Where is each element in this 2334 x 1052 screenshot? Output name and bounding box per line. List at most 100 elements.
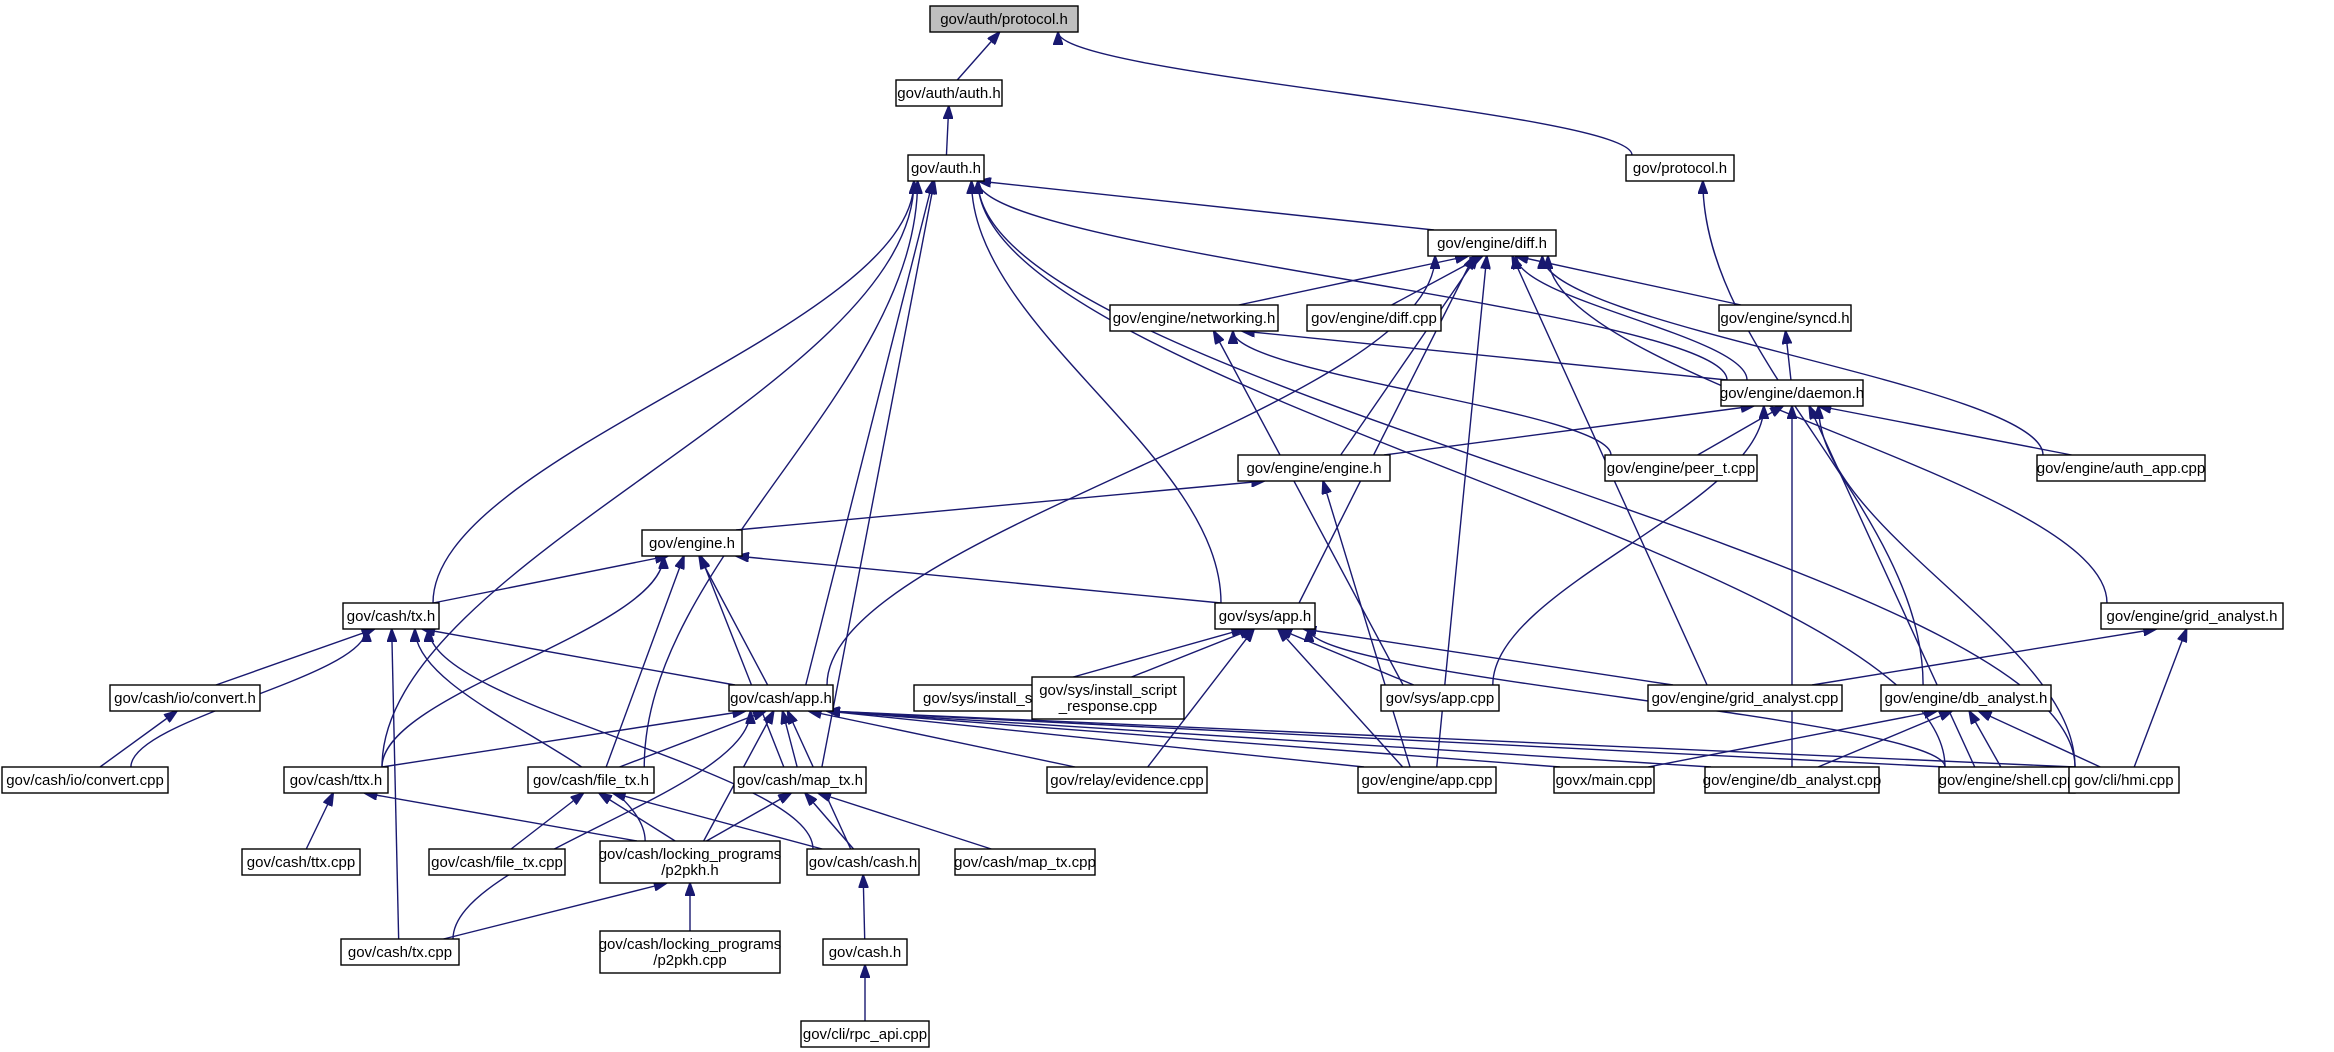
include-edge [215,629,375,686]
node-label: gov/cash/io/convert.cpp [6,772,164,789]
graph-node-cash-locking-programs-p2pkh-cpp[interactable]: gov/cash/locking_programs/p2pkh.cpp [599,930,782,974]
node-label: gov/cash/map_tx.cpp [954,854,1096,871]
include-edge [381,556,664,768]
node-label: gov/cash/locking_programs [599,936,782,953]
graph-node-cash-file-tx-cpp[interactable]: gov/cash/file_tx.cpp [428,848,566,876]
graph-node-auth-protocol-h: gov/auth/protocol.h [929,5,1079,33]
node-label: gov/engine/diff.h [1437,235,1547,252]
include-edge [381,181,914,768]
graph-node-engine-peer-t-cpp[interactable]: gov/engine/peer_t.cpp [1604,454,1758,482]
include-edge [1278,629,1404,768]
graph-node-govx-main-cpp[interactable]: govx/main.cpp [1553,766,1655,794]
graph-node-engine-h[interactable]: gov/engine.h [641,529,743,557]
graph-node-engine-shell-cpp[interactable]: gov/engine/shell.cpp [1938,766,2076,794]
include-edge [1697,406,1783,456]
node-label: govx/main.cpp [1556,772,1653,789]
include-edge [1147,629,1254,768]
node-label: gov/cash/io/convert.h [114,690,256,707]
node-label: gov/cli/rpc_api.cpp [803,1026,927,1043]
node-label: gov/cash/locking_programs [599,846,782,863]
graph-node-cash-tx-h[interactable]: gov/cash/tx.h [342,602,440,630]
graph-node-protocol-h[interactable]: gov/protocol.h [1625,154,1735,182]
include-edge [1303,629,1674,686]
graph-node-cash-ttx-cpp[interactable]: gov/cash/ttx.cpp [241,848,361,876]
include-edge [1818,406,2072,456]
graph-node-auth-h[interactable]: gov/auth.h [907,154,985,182]
include-edge [432,556,668,604]
include-edge [783,711,798,768]
graph-node-sys-install-script-response-cpp[interactable]: gov/sys/install_script_response.cpp [1031,676,1185,720]
graph-node-cash-ttx-h[interactable]: gov/cash/ttx.h [283,766,389,794]
node-label: gov/sys/install_script [1039,682,1177,699]
include-edge [1516,256,1748,381]
node-label: gov/cash/map_tx.h [737,772,863,789]
graph-node-cli-hmi-cpp[interactable]: gov/cli/hmi.cpp [2068,766,2180,794]
graph-node-cash-h[interactable]: gov/cash.h [822,938,908,966]
graph-node-engine-networking-h[interactable]: gov/engine/networking.h [1109,304,1279,332]
node-label: gov/engine/daemon.h [1720,385,1864,402]
graph-node-engine-app-cpp[interactable]: gov/engine/app.cpp [1357,766,1497,794]
include-edge [1786,331,1791,381]
graph-node-engine-diff-cpp[interactable]: gov/engine/diff.cpp [1306,304,1442,332]
include-edge [1969,711,2002,768]
graph-node-sys-app-cpp[interactable]: gov/sys/app.cpp [1380,684,1500,712]
include-edge [1811,629,2156,686]
node-label: gov/sys/app.h [1219,608,1312,625]
include-edge [805,793,855,850]
include-edge [818,793,992,850]
graph-node-cash-app-h[interactable]: gov/cash/app.h [728,684,834,712]
graph-node-auth-auth-h[interactable]: gov/auth/auth.h [895,79,1003,107]
graph-node-engine-diff-h[interactable]: gov/engine/diff.h [1427,229,1557,257]
graph-node-cash-io-convert-h[interactable]: gov/cash/io/convert.h [109,684,261,712]
node-label: _response.cpp [1058,698,1157,715]
graph-node-engine-auth-app-cpp[interactable]: gov/engine/auth_app.cpp [2036,454,2206,482]
node-label: gov/cash/ttx.cpp [247,854,355,871]
graph-node-relay-evidence-cpp[interactable]: gov/relay/evidence.cpp [1046,766,1208,794]
include-edge [699,556,769,686]
node-label: gov/engine/diff.cpp [1311,310,1437,327]
graph-node-engine-syncd-h[interactable]: gov/engine/syncd.h [1718,304,1852,332]
include-edge [432,181,914,604]
include-edge [443,883,667,940]
include-edge [1242,331,1728,381]
graph-node-engine-db-analyst-cpp[interactable]: gov/engine/db_analyst.cpp [1703,766,1881,794]
node-label: gov/engine.h [649,535,735,552]
nodes: gov/auth/protocol.h gov/auth/auth.h gov/pr… [1,5,2284,1048]
include-edge [827,711,1712,768]
node-label: gov/engine/grid_analyst.h [2107,608,2278,625]
include-edge [415,629,646,842]
graph-node-cash-map-tx-h[interactable]: gov/cash/map_tx.h [733,766,867,794]
node-label: gov/engine/syncd.h [1720,310,1849,327]
graph-node-engine-engine-h[interactable]: gov/engine/engine.h [1237,454,1391,482]
graph-node-cash-locking-programs-p2pkh-h[interactable]: gov/cash/locking_programs/p2pkh.h [599,840,782,884]
include-edge [1233,331,1612,456]
node-label: gov/cash/file_tx.h [533,772,649,789]
graph-node-cli-rpc-api-cpp[interactable]: gov/cli/rpc_api.cpp [800,1020,930,1048]
include-edge [827,711,1561,768]
include-edge [1542,256,2044,456]
include-edge [827,711,1946,768]
graph-node-cash-cash-h[interactable]: gov/cash/cash.h [806,848,920,876]
include-edge [2133,629,2186,768]
graph-node-cash-file-tx-h[interactable]: gov/cash/file_tx.h [527,766,655,794]
graph-node-engine-daemon-h[interactable]: gov/engine/daemon.h [1720,379,1864,407]
node-label: gov/relay/evidence.cpp [1050,772,1203,789]
graph-node-cash-io-convert-cpp[interactable]: gov/cash/io/convert.cpp [1,766,169,794]
include-edge [1058,32,1633,156]
graph-node-sys-app-h[interactable]: gov/sys/app.h [1214,602,1316,630]
include-edge [701,556,785,768]
include-edge [706,793,792,842]
include-edge [1492,406,1764,686]
graph-node-cash-tx-cpp[interactable]: gov/cash/tx.cpp [340,938,460,966]
graph-node-engine-grid-analyst-h[interactable]: gov/engine/grid_analyst.h [2100,602,2284,630]
include-edge [1647,711,1937,768]
include-edge [422,629,736,686]
include-edge [735,481,1264,531]
include-edge [1323,481,1411,768]
graph-node-engine-grid-analyst-cpp[interactable]: gov/engine/grid_analyst.cpp [1647,684,1843,712]
graph-node-engine-db-analyst-h[interactable]: gov/engine/db_analyst.h [1880,684,2052,712]
include-edge [805,181,933,686]
node-label: /p2pkh.cpp [653,952,726,969]
graph-node-cash-map-tx-cpp[interactable]: gov/cash/map_tx.cpp [954,848,1096,876]
include-edge [978,181,1435,231]
